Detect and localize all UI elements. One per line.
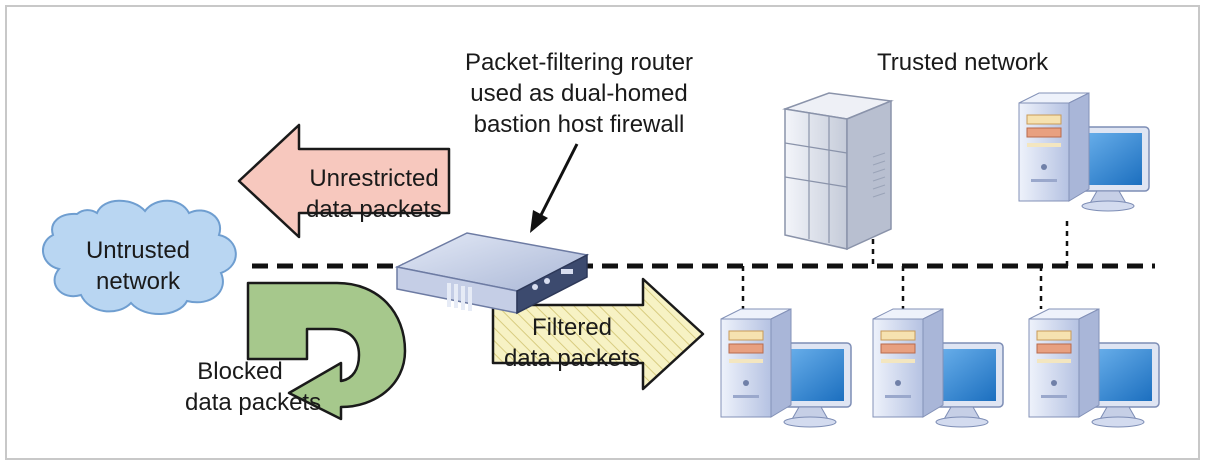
computer-icon: [720, 308, 852, 428]
blocked-label-line2: data packets: [185, 389, 322, 416]
unrestricted-arrow: [237, 123, 451, 239]
router-label-line3: bastion host firewall: [473, 111, 685, 138]
untrusted-network-label: Untrusted network: [73, 235, 203, 297]
unrestricted-label-line1: Unrestricted: [309, 165, 439, 192]
network-drop-lines: [741, 221, 1069, 309]
network-diagram: [42, 92, 1160, 428]
pointer-arrow: [530, 143, 579, 233]
filtered-arrow: [491, 277, 705, 391]
filtered-label: Filtered data packets: [497, 312, 647, 374]
blocked-arrow: [246, 281, 407, 421]
computer-icon: [1018, 92, 1150, 212]
untrusted-label-line1: Untrusted: [85, 237, 191, 264]
blocked-label: Blocked data packets: [185, 356, 322, 418]
router-label-line2: used as dual-homed: [470, 80, 688, 107]
computer-icon: [872, 308, 1004, 428]
blocked-label-line1: Blocked: [197, 358, 283, 385]
untrusted-label-line2: network: [95, 268, 181, 295]
filtered-label-line1: Filtered: [531, 314, 613, 341]
unrestricted-label: Unrestricted data packets: [305, 163, 443, 225]
filtered-label-line2: data packets: [503, 345, 641, 372]
unrestricted-label-line2: data packets: [305, 196, 443, 223]
diagram-frame: Packet-filtering router used as dual-hom…: [5, 5, 1200, 460]
trusted-network-label: Trusted network: [877, 49, 1049, 76]
router-icon: [394, 232, 590, 315]
computer-icon: [1028, 308, 1160, 428]
cloud-icon: [42, 199, 237, 316]
router-label-line1: Packet-filtering router: [464, 49, 694, 76]
server-icon: [782, 92, 894, 251]
router-label: Packet-filtering router used as dual-hom…: [459, 47, 699, 140]
